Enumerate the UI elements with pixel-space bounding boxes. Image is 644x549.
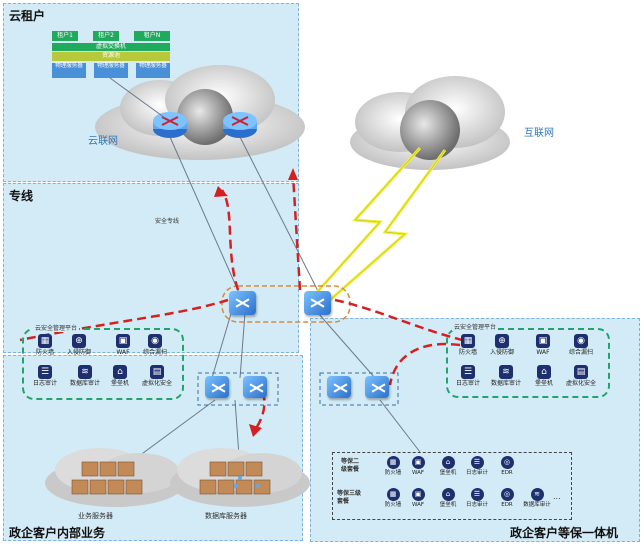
edr-icon: ◎ bbox=[500, 456, 514, 469]
dengbao-package-box bbox=[332, 452, 572, 520]
log-audit-icon: ☰ bbox=[461, 365, 475, 379]
l3-waf: ▣WAF bbox=[411, 488, 425, 508]
database-audit-icon: ≋ bbox=[530, 488, 544, 501]
router-left bbox=[153, 112, 187, 138]
l3-more: ... bbox=[553, 492, 561, 501]
l2-firewall: ▦防火墙 bbox=[384, 456, 402, 476]
tenant-n: 租户N bbox=[134, 31, 170, 41]
resource-pool-bar: 资源池 bbox=[52, 52, 170, 61]
cloud-tenant-title: 云租户 bbox=[9, 9, 46, 23]
bastion-icon: ⌂ bbox=[113, 365, 127, 379]
l3-log-audit: ☰日志审计 bbox=[465, 488, 488, 508]
l2-bastion: ⌂堡垒机 bbox=[439, 456, 457, 476]
firewall-icon: ▦ bbox=[38, 334, 52, 348]
physical-server-2: 物理服务器 bbox=[94, 63, 128, 78]
left-firewall: ▦防火墙 bbox=[35, 334, 54, 356]
internal-switch-1 bbox=[205, 376, 229, 398]
bastion-icon: ⌂ bbox=[441, 488, 455, 501]
virtual-switch-bar: 虚拟交换机 bbox=[52, 43, 170, 51]
vuln-scan-icon: ◉ bbox=[574, 334, 588, 348]
right-waf: ▣WAF bbox=[536, 334, 550, 356]
router-right bbox=[223, 112, 257, 138]
right-bastion: ⌂堡垒机 bbox=[534, 365, 553, 387]
l3-edr: ◎EDR bbox=[500, 488, 514, 508]
left-db-audit: ≋数据库审计 bbox=[70, 365, 101, 387]
firewall-icon: ▦ bbox=[461, 334, 475, 348]
intrusion-prevention-icon: ⊕ bbox=[495, 334, 509, 348]
internet-cloud bbox=[350, 76, 510, 170]
right-db-audit: ≋数据库审计 bbox=[491, 365, 522, 387]
left-ips: ⊕入侵防御 bbox=[66, 334, 91, 356]
left-bastion: ⌂堡垒机 bbox=[110, 365, 129, 387]
waf-icon: ▣ bbox=[411, 488, 425, 501]
virtualization-security-icon: ▤ bbox=[150, 365, 164, 379]
right-security-panel bbox=[446, 328, 610, 398]
l3-bastion: ⌂堡垒机 bbox=[439, 488, 457, 508]
right-log-audit: ☰日志审计 bbox=[455, 365, 480, 387]
database-server-label: 数据库服务器 bbox=[205, 512, 247, 520]
left-waf: ▣WAF bbox=[116, 334, 130, 356]
log-audit-icon: ☰ bbox=[38, 365, 52, 379]
l2-edr: ◎EDR bbox=[500, 456, 514, 476]
left-panel-title: 云安全管理平台 bbox=[33, 323, 80, 332]
firewall-icon: ▦ bbox=[386, 488, 400, 501]
l3-firewall: ▦防火墙 bbox=[384, 488, 402, 508]
right-panel-title: 云安全管理平台 bbox=[452, 322, 499, 331]
tenant-1: 租户1 bbox=[52, 31, 78, 41]
intrusion-prevention-icon: ⊕ bbox=[72, 334, 86, 348]
core-switch-right bbox=[304, 291, 331, 315]
right-vuln-scan: ◉综合漏扫 bbox=[568, 334, 593, 356]
left-security-panel bbox=[22, 328, 184, 400]
l3-db-audit: ≋数据库审计 bbox=[523, 488, 551, 508]
right-firewall: ▦防火墙 bbox=[458, 334, 477, 356]
cloud-net-label: 云联网 bbox=[88, 136, 118, 147]
right-ips: ⊕入侵防御 bbox=[489, 334, 514, 356]
dengbao-switch-1 bbox=[327, 376, 351, 398]
level3-package-label: 等保三级套餐 bbox=[337, 490, 362, 505]
physical-server-3: 物理服务器 bbox=[136, 63, 170, 78]
level2-package-label: 等保二级套餐 bbox=[341, 458, 360, 473]
left-log-audit: ☰日志审计 bbox=[32, 365, 57, 387]
physical-server-1: 物理服务器 bbox=[52, 63, 86, 78]
bastion-icon: ⌂ bbox=[441, 456, 455, 469]
left-virt-security: ▤虚拟化安全 bbox=[142, 365, 173, 387]
database-audit-icon: ≋ bbox=[499, 365, 513, 379]
firewall-icon: ▦ bbox=[386, 456, 400, 469]
database-audit-icon: ≋ bbox=[78, 365, 92, 379]
log-audit-icon: ☰ bbox=[470, 488, 484, 501]
dedicated-line-label: 安全专线 bbox=[155, 218, 180, 225]
internal-title: 政企客户内部业务 bbox=[9, 526, 106, 540]
bastion-icon: ⌂ bbox=[537, 365, 551, 379]
internet-label: 互联网 bbox=[524, 128, 554, 139]
dedicated-title: 专线 bbox=[9, 189, 34, 203]
waf-icon: ▣ bbox=[536, 334, 550, 348]
edr-icon: ◎ bbox=[500, 488, 514, 501]
left-vuln-scan: ◉综合漏扫 bbox=[142, 334, 167, 356]
right-virt-security: ▤虚拟化安全 bbox=[566, 365, 597, 387]
waf-icon: ▣ bbox=[116, 334, 130, 348]
dengbao-zone bbox=[310, 318, 640, 542]
dengbao-switch-2 bbox=[365, 376, 389, 398]
cloud-net-cloud bbox=[95, 65, 305, 160]
waf-icon: ▣ bbox=[411, 456, 425, 469]
tenant-2: 租户2 bbox=[93, 31, 119, 41]
business-server-label: 业务服务器 bbox=[78, 512, 113, 520]
l2-log-audit: ☰日志审计 bbox=[465, 456, 488, 476]
dengbao-title: 政企客户等保一体机 bbox=[510, 526, 619, 540]
virtualization-security-icon: ▤ bbox=[574, 365, 588, 379]
core-switch-left bbox=[229, 291, 256, 315]
log-audit-icon: ☰ bbox=[470, 456, 484, 469]
vuln-scan-icon: ◉ bbox=[148, 334, 162, 348]
internal-switch-2 bbox=[243, 376, 267, 398]
l2-waf: ▣WAF bbox=[411, 456, 425, 476]
